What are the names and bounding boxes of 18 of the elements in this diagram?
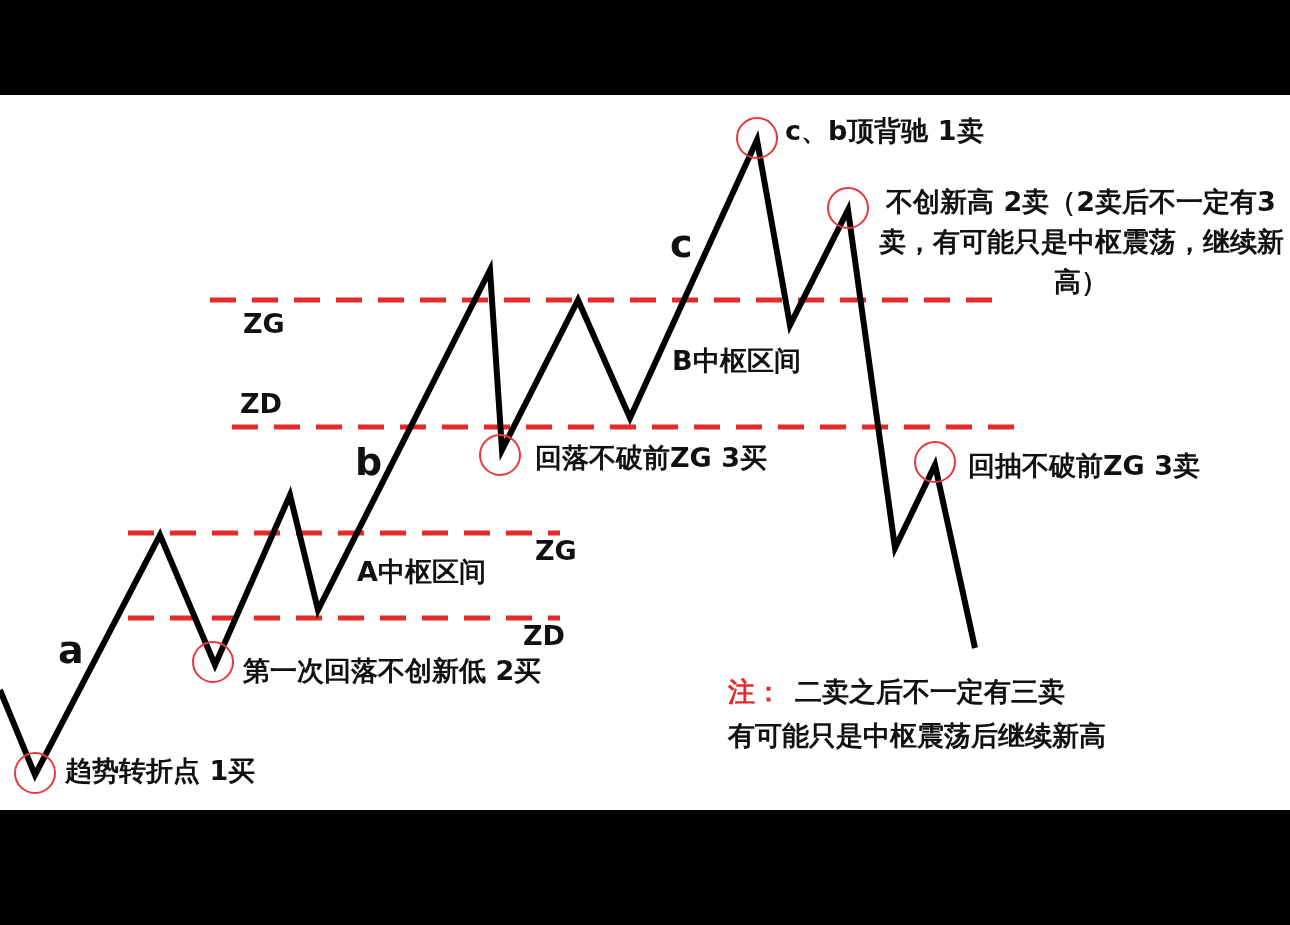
wave-letter: a: [58, 628, 84, 674]
zone-label: A中枢区间: [357, 556, 486, 589]
zone-label: B中枢区间: [672, 345, 801, 378]
annotation-text: 第一次回落不创新低 2买: [243, 655, 542, 688]
annotation-text: c、b顶背驰 1卖: [785, 115, 984, 148]
annotation-text: 回抽不破前ZG 3卖: [968, 450, 1200, 483]
wave-letter: c: [670, 222, 693, 268]
annotation-text: 回落不破前ZG 3买: [535, 442, 767, 475]
level-label: ZD: [523, 620, 565, 653]
wave-letter: b: [355, 440, 383, 486]
annotation-text: 趋势转折点 1买: [65, 755, 256, 788]
annotation-text: 不创新高 2卖（2卖后不一定有3卖，有可能只是中枢震荡，继续新高）: [877, 185, 1285, 299]
note-text: 有可能只是中枢震荡后继续新高: [728, 720, 1106, 753]
level-label: ZG: [535, 535, 577, 568]
note-mark: 注：: [728, 676, 782, 709]
level-label: ZG: [243, 308, 285, 341]
note-text: 二卖之后不一定有三卖: [795, 676, 1065, 709]
level-label: ZD: [240, 388, 282, 421]
